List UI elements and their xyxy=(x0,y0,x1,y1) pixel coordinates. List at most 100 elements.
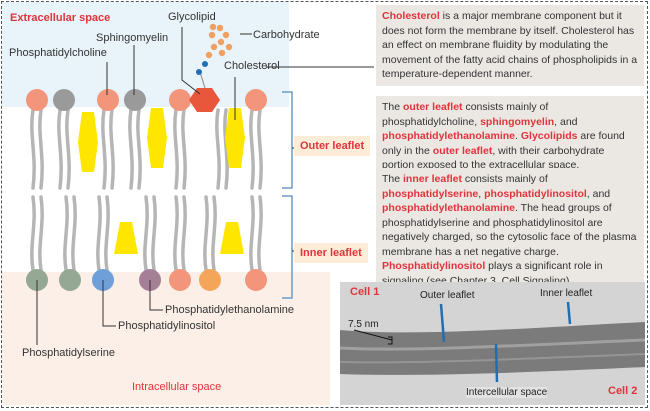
fatty-acid-tail xyxy=(215,108,221,190)
sugar-unit xyxy=(225,43,233,51)
cell2-label: Cell 2 xyxy=(608,385,638,397)
box-text: . xyxy=(515,130,521,142)
fatty-acid-tail xyxy=(136,108,142,190)
fatty-acid-tail xyxy=(38,108,44,190)
inner-leaflet-info-box: The inner leaflet consists mainly of pho… xyxy=(376,168,644,292)
scale-bracket xyxy=(353,329,393,345)
sugar-unit xyxy=(208,31,216,39)
outer-leaflet-info-box: The outer leaflet consists mainly of pho… xyxy=(376,96,644,177)
outer-leaflet-label: Outer leaflet xyxy=(294,136,371,156)
leader-line xyxy=(149,280,163,311)
phosphatidylserine-label: Phosphatidylserine xyxy=(22,347,115,359)
highlighted-term: Cholesterol xyxy=(382,10,440,22)
lipid-head-group xyxy=(59,269,81,291)
box-text: . The head groups of phosphatidylserine … xyxy=(382,202,637,258)
fatty-acid-tail xyxy=(257,195,263,272)
carbohydrate-label: Carbohydrate xyxy=(253,29,320,41)
carbohydrate-link xyxy=(199,71,206,89)
cholesterol-molecule xyxy=(220,222,244,254)
inner-leaflet-arrow xyxy=(566,301,572,325)
lipid-head-group xyxy=(124,89,146,111)
sugar-unit xyxy=(218,49,226,57)
lipid-head-group xyxy=(97,89,119,111)
fatty-acid-tail xyxy=(203,195,209,272)
box-text: are found only in the xyxy=(382,130,625,157)
intercellular-gap xyxy=(340,338,645,351)
box-text: consists mainly of phosphatidylcholine, xyxy=(382,101,549,128)
lipid-head-group xyxy=(199,269,221,291)
leader-line xyxy=(102,280,116,327)
cholesterol-molecule xyxy=(225,108,245,168)
cholesterol-molecule xyxy=(78,112,98,172)
fatty-acid-tail xyxy=(249,108,255,190)
fatty-acid-tail xyxy=(109,108,115,190)
glycolipid-head-group xyxy=(189,88,220,112)
highlighted-term: phosphatidylethanolamine xyxy=(382,130,516,142)
outer-leaflet-em-label: Outer leaflet xyxy=(420,290,475,301)
extracellular-region xyxy=(2,2,289,107)
lipid-head-group xyxy=(245,89,267,111)
fatty-acid-tail xyxy=(101,108,107,190)
highlighted-term: sphingomyelin xyxy=(480,115,555,128)
lipid-head-group xyxy=(169,269,191,291)
phosphatidylcholine-label: Phosphatidylcholine xyxy=(9,47,107,59)
highlighted-term: outer leaflet xyxy=(432,144,493,157)
membrane-line xyxy=(340,353,645,364)
sugar-unit xyxy=(205,51,213,59)
box-text: is a major membrane component but it doe… xyxy=(382,10,638,80)
fatty-acid-tail xyxy=(181,108,187,190)
fatty-acid-tail xyxy=(173,108,179,190)
phosphatidylinositol-label: Phosphatidylinositol xyxy=(118,320,216,332)
cell1-label: Cell 1 xyxy=(350,286,380,298)
intercellular-arrow xyxy=(494,343,499,383)
lipid-head-group xyxy=(245,269,267,291)
inner-leaflet-label: Inner leaflet xyxy=(294,243,368,263)
fatty-acid-tail xyxy=(211,195,217,272)
fatty-acid-tail xyxy=(30,108,36,190)
micrograph-image xyxy=(340,282,645,405)
sugar-unit xyxy=(217,38,225,46)
fatty-acid-tail xyxy=(143,195,149,272)
lipid-head-group xyxy=(169,89,191,111)
fatty-acid-tail xyxy=(181,195,187,272)
sugar-unit xyxy=(222,31,230,39)
outer-leaflet-arrow xyxy=(439,303,446,343)
phosphatidylethanolamine-label: Phosphatidylethanolamine xyxy=(165,304,295,316)
fatty-acid-tail xyxy=(223,108,229,190)
intracellular-region xyxy=(2,272,330,405)
fatty-acid-tail xyxy=(173,195,179,272)
highlighted-term: Glycolipids xyxy=(520,130,578,142)
fatty-acid-tail xyxy=(249,195,255,272)
fatty-acid-tail xyxy=(57,108,63,190)
fatty-acid-tail xyxy=(151,195,157,272)
highlighted-term: inner leaflet xyxy=(403,173,462,185)
cholesterol-label: Cholesterol xyxy=(224,60,280,72)
sugar-unit xyxy=(209,23,217,31)
fatty-acid-tail xyxy=(63,195,69,272)
intracellular-label: Intracellular space xyxy=(132,381,222,393)
sugar-unit xyxy=(216,24,224,32)
box-text: , and xyxy=(554,115,578,128)
fatty-acid-tail xyxy=(30,195,36,272)
highlighted-term: phosphatidylserine xyxy=(382,187,479,200)
fatty-acid-tail xyxy=(257,108,263,190)
inner-leaflet-em-label: Inner leaflet xyxy=(540,288,593,299)
box-text: The xyxy=(382,101,404,113)
box-text: , and xyxy=(586,187,611,200)
sugar-unit xyxy=(210,43,218,51)
sphingomyelin-label: Sphingomyelin xyxy=(96,32,169,44)
fatty-acid-tail xyxy=(71,195,77,272)
lipid-head-group xyxy=(26,89,48,111)
extracellular-label: Extracellular space xyxy=(10,12,111,24)
highlighted-term: Phosphatidylinositol xyxy=(382,260,486,272)
fatty-acid-tail xyxy=(38,195,44,272)
box-text: , xyxy=(478,187,485,200)
highlighted-term: outer leaflet xyxy=(403,101,463,113)
box-text: The xyxy=(382,173,404,185)
highlighted-term: phosphatidylinositol xyxy=(484,187,587,200)
fatty-acid-tail xyxy=(65,108,71,190)
cholesterol-info-box: Cholesterol is a major membrane componen… xyxy=(376,5,644,86)
